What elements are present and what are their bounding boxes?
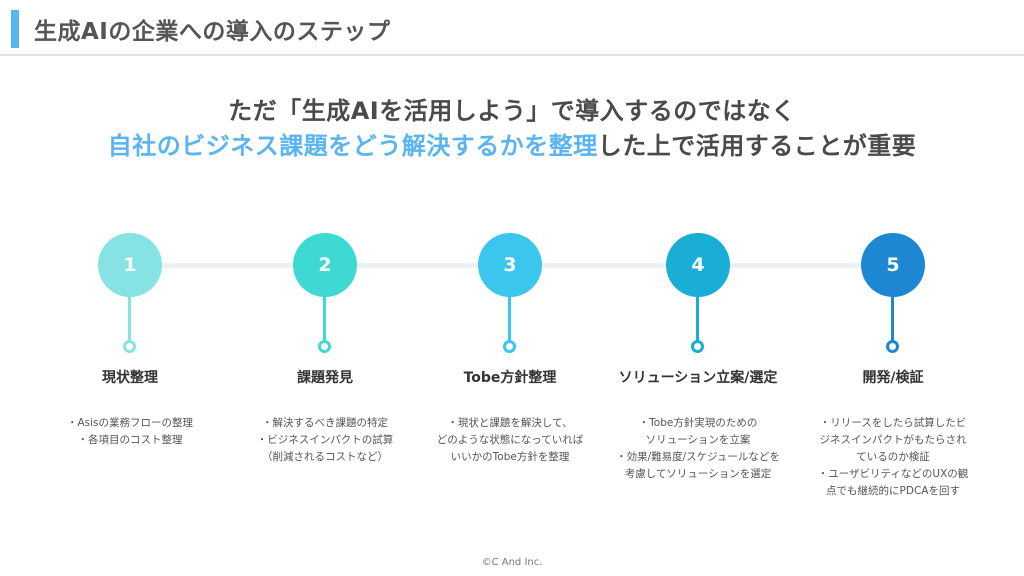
step-stem <box>128 293 131 343</box>
step-stem <box>323 293 326 343</box>
step-label: 課題発見 <box>297 370 353 386</box>
step-description: ・リリースをしたら試算したビ ジネスインパクトがもたらされ ているのか検証 ・ユ… <box>817 417 969 497</box>
lead-highlight-a: 自社のビジネス課題をどう解決するかを <box>107 132 549 160</box>
step-ring-icon <box>123 340 136 353</box>
slide-title: 生成AIの企業への導入のステップ <box>34 19 391 45</box>
step-stem <box>508 293 511 343</box>
step-ring-icon <box>691 340 704 353</box>
step-number-circle: 2 <box>293 233 357 297</box>
step-description: ・Tobe方針実現のための ソリューションを立案 ・効果/難易度/スケジュールな… <box>616 417 780 480</box>
copyright-footer: ©C And Inc. <box>481 557 543 568</box>
step-label: 現状整理 <box>102 370 158 386</box>
step-number-circle: 3 <box>478 233 542 297</box>
step-label: 開発/検証 <box>862 370 924 386</box>
step-number-circle: 4 <box>666 233 730 297</box>
lead-line-1: ただ「生成AIを活用しよう」で導入するのではなく <box>228 97 796 125</box>
step-stem <box>696 293 699 343</box>
step-label: ソリューション立案/選定 <box>618 370 778 386</box>
step-description: ・Asisの業務フローの整理 ・各項目のコスト整理 <box>66 417 194 446</box>
lead-highlight-b: 整理 <box>548 132 598 160</box>
step-ring-icon <box>318 340 331 353</box>
header-accent-bar <box>11 10 19 48</box>
lead-rest: した上で活用することが重要 <box>597 132 917 160</box>
lead-line-2: 自社のビジネス課題をどう解決するかを整理した上で活用することが重要 <box>0 126 1024 161</box>
step-number-circle: 1 <box>98 233 162 297</box>
step-ring-icon <box>503 340 516 353</box>
step-ring-icon <box>886 340 899 353</box>
step-description: ・解決するべき課題の特定 ・ビジネスインパクトの試算 （削減されるコストなど） <box>256 417 394 463</box>
step-label: Tobe方針整理 <box>463 370 557 386</box>
slide-header: 生成AIの企業への導入のステップ <box>0 0 1024 56</box>
step-number-circle: 5 <box>861 233 925 297</box>
step-description: ・現状と課題を解決して、 どのような状態になっていれば いいかのTobe方針を整… <box>436 417 584 463</box>
step-stem <box>891 293 894 343</box>
